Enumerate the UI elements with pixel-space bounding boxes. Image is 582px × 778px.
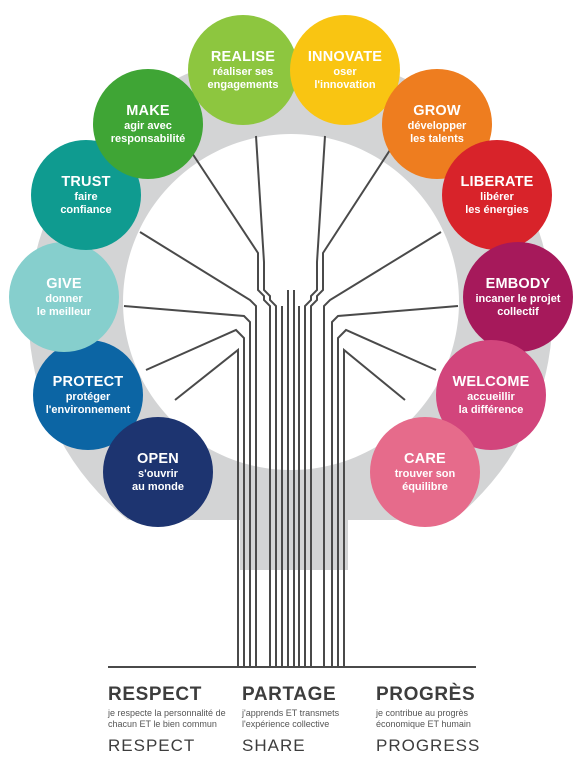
pillar-partage: PARTAGE j'apprends ET transmets l'expéri…	[242, 684, 392, 756]
pillar-description-line: j'apprends ET transmets	[242, 708, 340, 718]
tree-branch-line	[139, 231, 257, 667]
tree-branch-line	[310, 149, 391, 667]
value-subtitle-line: incaner le projet	[475, 292, 561, 305]
pillar-english: RESPECT	[108, 736, 196, 755]
tree-branch-line	[343, 347, 406, 667]
value-title: LIBERATE	[460, 173, 534, 190]
value-subtitle-line: le meilleur	[36, 305, 92, 318]
value-subtitle-line: donner	[45, 292, 83, 305]
tree-branch-line	[323, 231, 442, 667]
pillar-description-line: l'expérience collective	[242, 719, 330, 729]
value-subtitle-line: les énergies	[465, 203, 529, 216]
pillar-english: PROGRESS	[376, 736, 481, 755]
tree-branch-line	[123, 305, 251, 667]
value-subtitle-line: trouver son	[394, 467, 456, 480]
value-subtitle-line: l'environnement	[45, 403, 131, 416]
pillar-heading: PROGRÈS	[376, 684, 476, 705]
value-subtitle-line: réaliser ses	[212, 65, 274, 78]
value-subtitle-line: au monde	[132, 480, 184, 493]
value-title: CARE	[404, 450, 446, 467]
tree-trunk-lines	[123, 135, 459, 667]
value-title: GROW	[413, 102, 461, 119]
value-title: GIVE	[46, 275, 82, 292]
pillar-heading: PARTAGE	[242, 684, 337, 705]
pillar-respect: RESPECT je respecte la personnalité de c…	[108, 684, 258, 756]
value-subtitle-line: agir avec	[124, 119, 172, 132]
value-title: INNOVATE	[307, 48, 383, 65]
pillar-description-line: je respecte la personnalité de	[108, 708, 226, 718]
value-subtitle-line: accueillir	[467, 390, 515, 403]
value-subtitle-line: faire	[74, 190, 98, 203]
tree-branch-line	[255, 135, 277, 667]
value-title: TRUST	[61, 173, 111, 190]
value-title: REALISE	[210, 48, 276, 65]
tree-branch-line	[304, 135, 326, 667]
value-subtitle-line: la différence	[458, 403, 524, 416]
tree-branch-line	[189, 149, 271, 667]
value-subtitle-line: responsabilité	[110, 132, 186, 145]
value-subtitle-line: développer	[407, 119, 467, 132]
value-title: WELCOME	[452, 373, 530, 390]
value-title: PROTECT	[52, 373, 124, 390]
value-subtitle-line: équilibre	[402, 480, 448, 493]
tree-branch-line	[145, 328, 245, 667]
pillar-description-line: je contribue au progrès	[376, 708, 469, 718]
pillar-english: SHARE	[242, 736, 306, 755]
value-title: EMBODY	[485, 275, 551, 292]
value-subtitle-line: s'ouvrir	[138, 467, 178, 480]
tree-branch-line	[174, 347, 239, 667]
value-subtitle-line: confiance	[60, 203, 112, 216]
pillar-description-line: économique ET humain	[376, 719, 471, 729]
pillar-progres: PROGRÈS je contribue au progrès économiq…	[376, 684, 526, 756]
pillar-heading: RESPECT	[108, 684, 202, 705]
value-subtitle-line: l'innovation	[314, 78, 376, 91]
pillar-description-line: chacun ET le bien commun	[108, 719, 217, 729]
value-subtitle-line: les talents	[410, 132, 464, 145]
value-subtitle-line: oser	[333, 65, 357, 78]
value-title: OPEN	[137, 450, 179, 467]
tree-branch-line	[331, 305, 459, 667]
value-subtitle-line: engagements	[207, 78, 279, 91]
value-subtitle-line: collectif	[497, 305, 539, 318]
tree-branch-line	[337, 328, 437, 667]
value-subtitle-line: protéger	[65, 390, 111, 403]
value-title: MAKE	[126, 102, 170, 119]
value-subtitle-line: libérer	[480, 190, 514, 203]
